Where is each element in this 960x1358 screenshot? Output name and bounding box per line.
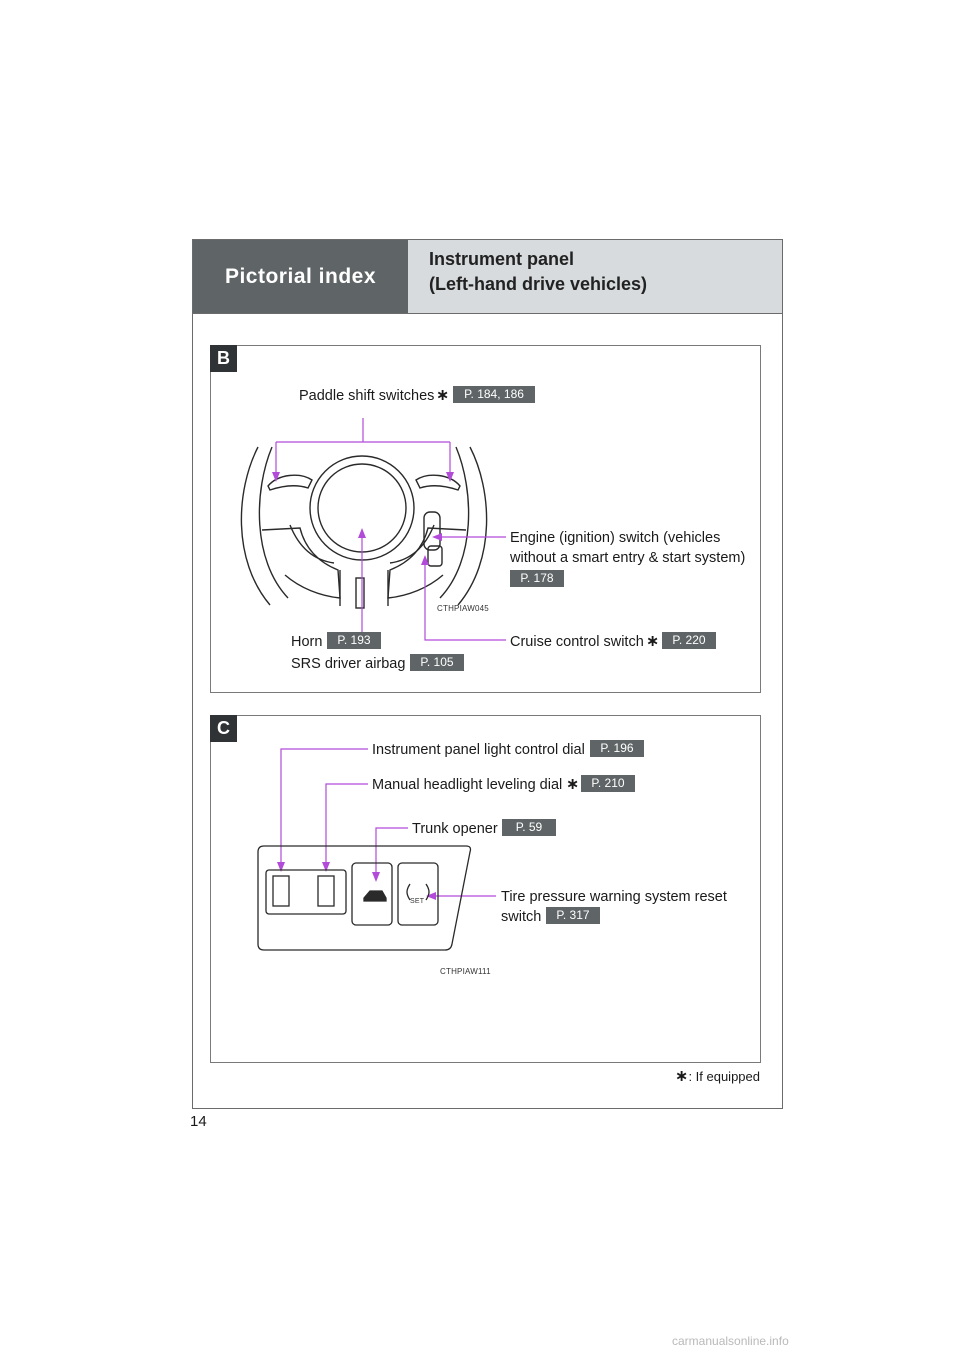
footnote-star: ∗ <box>675 1068 689 1085</box>
switch-panel-illustration <box>257 845 472 951</box>
equipped-star: ∗ <box>646 633 660 650</box>
section-tab: Pictorial index <box>193 240 408 313</box>
tire-pressure-label-line2: switch <box>501 909 542 925</box>
section-title: Pictorial index <box>224 264 377 288</box>
page-title-line1: Instrument panel <box>429 249 575 269</box>
steering-wheel-illustration <box>240 446 488 609</box>
airbag-page-ref[interactable]: P. 105 <box>410 654 464 671</box>
airbag-label: SRS driver airbag <box>291 656 406 672</box>
equipped-star: ∗ <box>436 387 450 404</box>
page-frame <box>192 239 783 1109</box>
headlight-leveling-label: Manual headlight leveling dial <box>372 777 563 793</box>
engine-switch-page-ref[interactable]: P. 178 <box>510 570 564 587</box>
leader-lines <box>275 418 506 897</box>
paddle-shift-label: Paddle shift switches <box>299 388 435 404</box>
paddle-shift-page-ref[interactable]: P. 184, 186 <box>453 386 535 403</box>
footnote: ∗: If equipped <box>675 1066 760 1086</box>
cruise-control-label: Cruise control switch <box>510 634 644 650</box>
trunk-opener-page-ref[interactable]: P. 59 <box>502 819 556 836</box>
tire-pressure-label-line1: Tire pressure warning system reset <box>501 889 727 905</box>
trunk-opener-label: Trunk opener <box>412 821 498 837</box>
watermark: carmanualsonline.info <box>672 1334 789 1348</box>
page-title-line2: (Left-hand drive vehicles) <box>429 274 648 294</box>
section-b-image-code: CTHPIAW045 <box>437 604 489 613</box>
leader-arrowheads <box>272 472 454 900</box>
page-header <box>408 240 782 313</box>
header-divider <box>193 313 782 314</box>
tire-pressure-page-ref[interactable]: P. 317 <box>546 907 600 924</box>
light-dial-page-ref[interactable]: P. 196 <box>590 740 644 757</box>
cruise-control-page-ref[interactable]: P. 220 <box>662 632 716 649</box>
equipped-star: ∗ <box>566 776 580 793</box>
section-c-badge: C <box>210 715 237 742</box>
section-b-badge: B <box>210 345 237 372</box>
footnote-text: : If equipped <box>688 1069 760 1084</box>
horn-page-ref[interactable]: P. 193 <box>327 632 381 649</box>
light-dial-label: Instrument panel light control dial <box>372 742 585 758</box>
engine-switch-label-line2: without a smart entry & start system) <box>510 550 746 566</box>
section-c-box <box>210 715 761 1063</box>
engine-switch-label-line1: Engine (ignition) switch (vehicles <box>510 530 721 546</box>
section-c-image-code: CTHPIAW111 <box>440 967 491 976</box>
page-number: 14 <box>190 1113 207 1130</box>
horn-label: Horn <box>291 634 323 650</box>
section-b-box <box>210 345 761 693</box>
headlight-leveling-page-ref[interactable]: P. 210 <box>581 775 635 792</box>
set-button-text: SET <box>410 898 425 905</box>
